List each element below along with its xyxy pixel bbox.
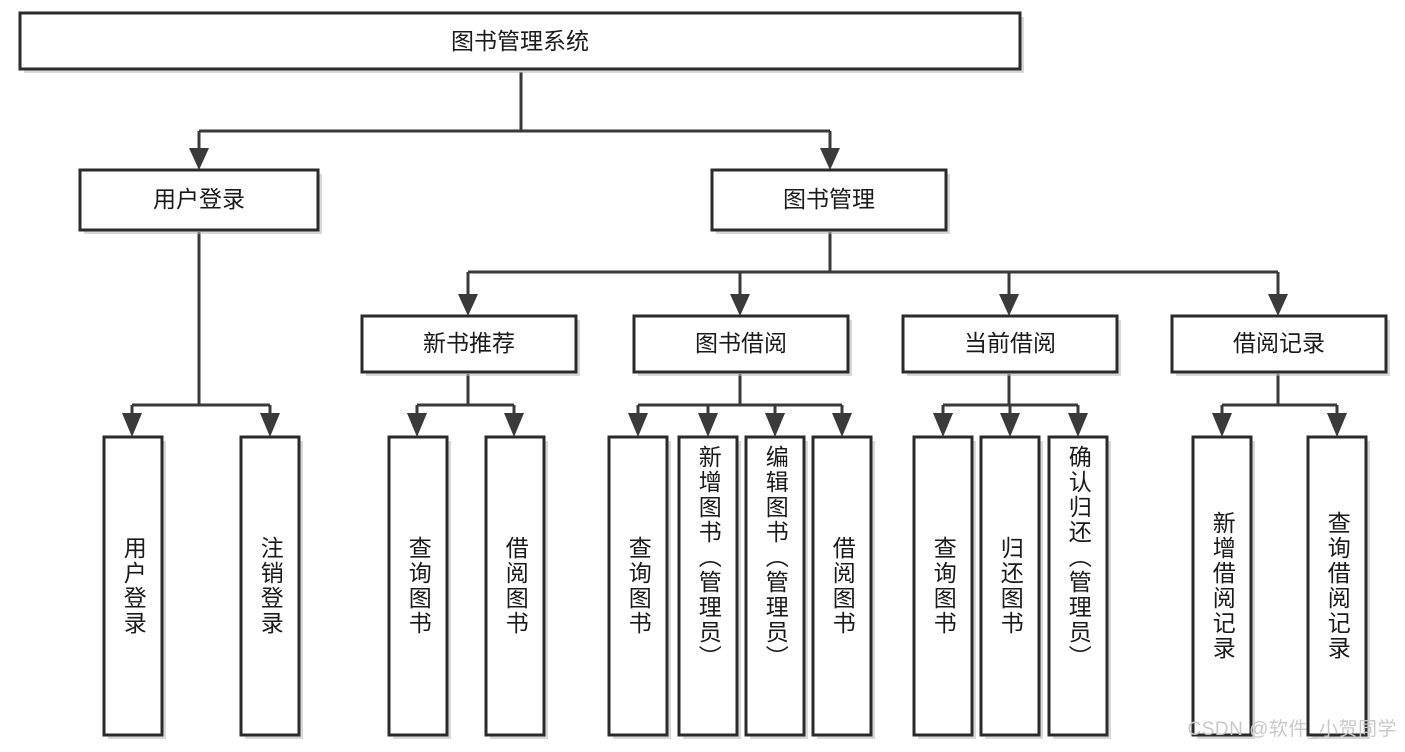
node-book-borrow[interactable]: 图书借阅 bbox=[632, 314, 852, 376]
arrow-to-leaf-query-book-2 bbox=[628, 413, 648, 437]
leaf-query-book-3-box[interactable] bbox=[912, 435, 974, 737]
arrow-to-borrow-record bbox=[1268, 294, 1288, 316]
connector-group-current-borrow bbox=[933, 374, 1088, 437]
arrow-to-user-login bbox=[189, 148, 209, 170]
node-root-box[interactable] bbox=[18, 11, 1022, 71]
node-borrow-record-label: 借阅记录 bbox=[1233, 330, 1325, 356]
node-new-book-recommend[interactable]: 新书推荐 bbox=[360, 314, 580, 376]
arrow-to-leaf-borrow-book-2 bbox=[832, 413, 852, 437]
arrow-to-current-borrow bbox=[999, 294, 1019, 316]
arrow-to-new-book-recommend bbox=[458, 294, 478, 316]
leaf-user-logout-box[interactable] bbox=[239, 435, 301, 737]
node-user-login-box[interactable] bbox=[78, 168, 320, 232]
node-borrow-record-box[interactable] bbox=[1170, 314, 1388, 374]
connector-group-new-book-recommend bbox=[407, 374, 524, 437]
leaf-query-book-2-box[interactable] bbox=[607, 435, 669, 737]
node-book-borrow-box[interactable] bbox=[632, 314, 850, 374]
leaf-user-login-box[interactable] bbox=[102, 435, 164, 737]
leaf-query-record-box[interactable] bbox=[1306, 435, 1368, 737]
arrow-to-leaf-borrow-book-1 bbox=[504, 413, 524, 437]
leaf-add-record-box[interactable] bbox=[1191, 435, 1253, 737]
node-book-manage-label: 图书管理 bbox=[783, 186, 875, 212]
arrow-to-leaf-query-book-3 bbox=[933, 413, 953, 437]
node-root[interactable]: 图书管理系统 bbox=[18, 11, 1024, 73]
connector-group-book-manage bbox=[458, 232, 1288, 316]
node-current-borrow-label: 当前借阅 bbox=[964, 330, 1056, 356]
arrow-to-leaf-user-login bbox=[122, 413, 142, 437]
leaf-borrow-book-2-box[interactable] bbox=[811, 435, 873, 737]
node-current-borrow-box[interactable] bbox=[901, 314, 1119, 374]
leaf-query-book-1-box[interactable] bbox=[387, 435, 449, 737]
node-user-login-label: 用户登录 bbox=[153, 186, 245, 212]
arrow-to-book-manage bbox=[820, 148, 840, 170]
node-current-borrow[interactable]: 当前借阅 bbox=[901, 314, 1121, 376]
arrow-to-book-borrow bbox=[730, 294, 750, 316]
leaf-return-book-box[interactable] bbox=[979, 435, 1041, 737]
arrow-to-leaf-query-record bbox=[1327, 413, 1347, 437]
node-book-manage[interactable]: 图书管理 bbox=[710, 168, 950, 234]
node-borrow-record[interactable]: 借阅记录 bbox=[1170, 314, 1390, 376]
node-book-manage-box[interactable] bbox=[710, 168, 948, 232]
arrow-to-leaf-query-book-1 bbox=[407, 413, 427, 437]
connector-group-borrow-record bbox=[1212, 374, 1347, 437]
node-new-book-recommend-box[interactable] bbox=[360, 314, 578, 374]
leaf-nodes-group bbox=[102, 435, 1370, 739]
node-user-login[interactable]: 用户登录 bbox=[78, 168, 322, 234]
leaf-edit-book-box[interactable] bbox=[744, 435, 806, 737]
connector-group-book-borrow bbox=[628, 374, 852, 437]
node-root-label: 图书管理系统 bbox=[451, 28, 589, 54]
node-book-borrow-label: 图书借阅 bbox=[695, 330, 787, 356]
leaf-confirm-return-box[interactable] bbox=[1047, 435, 1109, 737]
arrow-to-leaf-edit-book bbox=[765, 413, 785, 437]
leaf-borrow-book-1-box[interactable] bbox=[484, 435, 546, 737]
arrow-to-leaf-user-logout bbox=[260, 413, 280, 437]
leaf-add-book-box[interactable] bbox=[677, 435, 739, 737]
arrow-to-leaf-return-book bbox=[1000, 413, 1020, 437]
connector-group-user-login bbox=[122, 232, 280, 437]
arrow-to-leaf-add-record bbox=[1212, 413, 1232, 437]
csdn-watermark: CSDN @软件_小贺同学 bbox=[1187, 719, 1397, 740]
connector-group-root bbox=[189, 72, 840, 170]
node-new-book-recommend-label: 新书推荐 bbox=[423, 330, 515, 356]
arrow-to-leaf-add-book bbox=[698, 413, 718, 437]
arrow-to-leaf-confirm-return bbox=[1068, 413, 1088, 437]
